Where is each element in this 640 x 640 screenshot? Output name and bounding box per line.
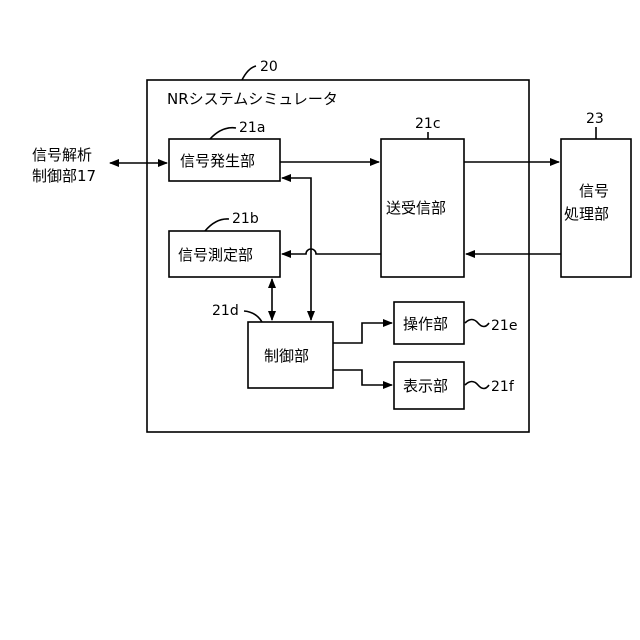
signal-generator-ref: 21a — [239, 120, 265, 136]
operation-ref: 21e — [491, 318, 517, 334]
simulator-title: NRシステムシミュレータ — [167, 90, 338, 108]
signal-measurement-label: 信号測定部 — [178, 246, 253, 264]
signal-processor-label-line1: 信号 — [579, 182, 609, 200]
signal-generator-label: 信号発生部 — [180, 152, 255, 170]
transceiver-ref: 21c — [415, 116, 441, 132]
display-ref: 21f — [491, 379, 515, 395]
operation-label: 操作部 — [403, 315, 448, 333]
external-controller-label-line1: 信号解析 — [32, 146, 92, 164]
display-label: 表示部 — [403, 377, 448, 395]
simulator-ref: 20 — [260, 59, 278, 75]
signal-processor-label-line2: 処理部 — [564, 205, 609, 223]
transceiver-label: 送受信部 — [386, 199, 446, 217]
external-controller-label-line2: 制御部17 — [32, 167, 96, 185]
signal-measurement-ref: 21b — [232, 211, 259, 227]
signal-processor-ref: 23 — [586, 111, 604, 127]
controller-ref: 21d — [212, 303, 239, 319]
controller-label: 制御部 — [264, 347, 309, 365]
simulator-ref-leader — [242, 66, 256, 80]
